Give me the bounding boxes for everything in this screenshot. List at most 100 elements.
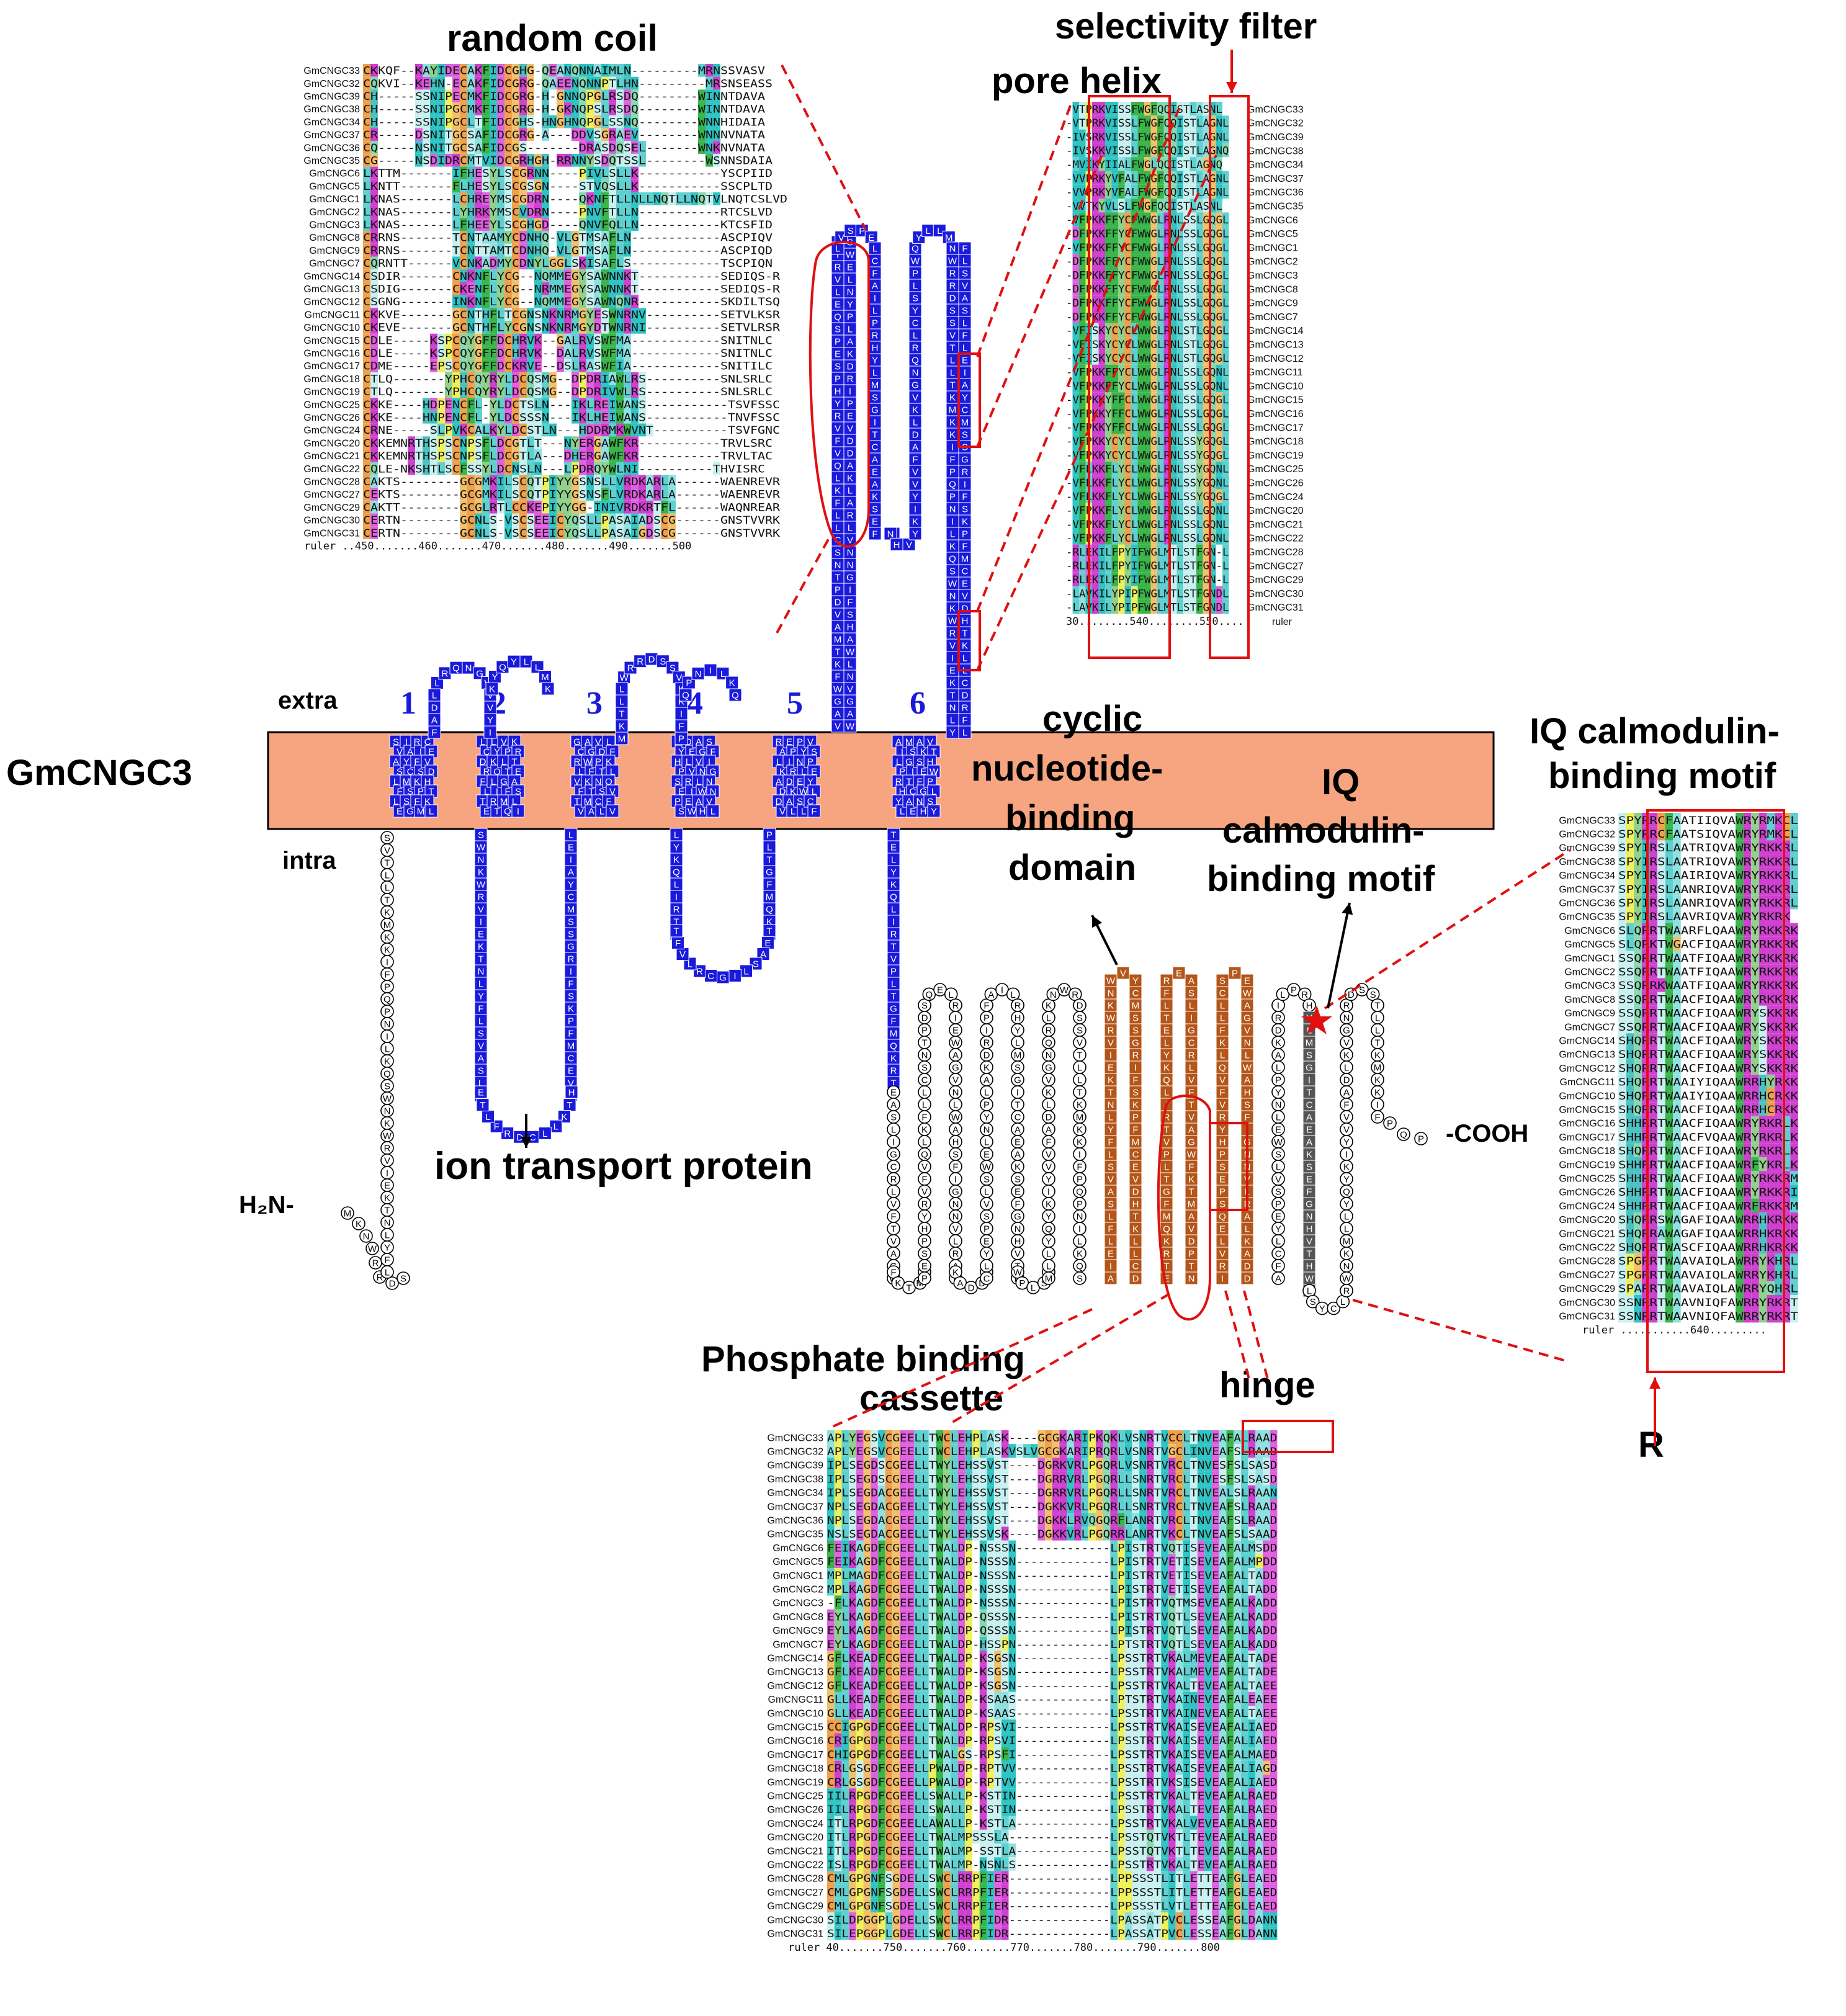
alignment-sequence-name: GmCNGC13 <box>1559 1050 1615 1060</box>
alignment-sequence: CR-----DSNITGCSAFIDCGRG-A---DDVSGRAEV---… <box>363 129 765 141</box>
residue: N <box>380 1104 394 1118</box>
alignment-cell <box>490 115 497 128</box>
alignment-row: CERTN--------GCNLS-VSCSEEICYQSLLPASAIGDS… <box>363 526 781 540</box>
alignment-row: -VFLKKFLYCLWWGLRNLSSYGQNL <box>1066 461 1229 476</box>
alignment-sequence: CKEVE-------GCNTHFLYCGNSNKNRMGYDTWNRNI--… <box>363 322 781 334</box>
alignment-cell <box>423 102 430 115</box>
alignment-sequence: SHHRRTWAACFIQAAWRFRKKRM <box>1618 1200 1798 1212</box>
residue: T <box>380 1203 394 1217</box>
alignment-row: CEKTS--------GCGMKILSCQTPIYYGSNSFLVRDKAR… <box>363 488 781 501</box>
alignment-row: SSQRRKWAATFIQAAWRYRKKRK <box>1618 978 1799 992</box>
alignment-cell <box>519 115 527 128</box>
alignment-cell <box>512 89 519 103</box>
pore-helix-label: pore helix <box>992 61 1162 101</box>
alignment-cell <box>423 115 430 128</box>
alignment-cell <box>452 153 460 167</box>
alignment-sequence: CTLQ-------YPHCQYRYLDCQSMG--DPDRIAWLRS--… <box>363 373 773 385</box>
alignment-sequence: CRLGSGDFCGEELLPWALDP-RPTVV-------------L… <box>827 1776 1277 1789</box>
alignment-cell <box>527 89 534 103</box>
alignment-cell <box>467 128 475 141</box>
alignment-sequence-name: GmCNGC35 <box>303 156 360 166</box>
alignment-row: GLLKEADFCGEELLTWALDP-KSAAS-------------L… <box>827 1691 1278 1706</box>
alignment-sequence-name: GmCNGC10 <box>303 323 360 333</box>
alignment-cell <box>482 166 490 180</box>
alignment-sequence-name: GmCNGC11 <box>1560 1077 1616 1088</box>
alignment-sequence-name: GmCNGC8 <box>1247 284 1298 295</box>
alignment-cell <box>706 89 713 103</box>
alignment-cell <box>430 128 437 141</box>
alignment-cell <box>586 128 594 141</box>
residue: K <box>380 943 394 956</box>
alignment-sequence-name: GmCNGC36 <box>1247 187 1304 198</box>
alignment-sequence-name: GmCNGC1 <box>1247 243 1298 253</box>
alignment-cell <box>586 141 594 154</box>
alignment-sequence: CTLQ-------YPHCQYRYLDCQSMG--DPDRIVWLRS--… <box>363 386 773 398</box>
alignment-cell <box>713 76 720 90</box>
alignment-sequence: MPLKAGDFCGEELLTWALDP-NSSSN-------------L… <box>827 1584 1277 1596</box>
r-residue-label: R <box>1638 1425 1664 1465</box>
alignment-row: CAKTS--------GCGMKILSCQTPIYYGSNSLLVRDKAR… <box>363 475 781 488</box>
alignment-cell <box>415 128 423 141</box>
alignment-sequence-name: GmCNGC17 <box>1247 423 1304 433</box>
alignment-sequence-name: GmCNGC5 <box>309 181 360 192</box>
alignment-cell <box>497 179 504 192</box>
alignment-sequence-name: GmCNGC26 <box>767 1805 823 1816</box>
residue: I <box>380 1166 394 1180</box>
alignment-cell <box>706 102 713 115</box>
alignment-sequence: -RLEKILFPYIFWGLMTLSTFGN-L <box>1066 546 1229 558</box>
alignment-cell <box>594 89 601 103</box>
alignment-sequence: NPLSEGDACGEELLTWYLEHSSVST----DGKKVRLPGQR… <box>827 1501 1277 1513</box>
alignment-row: GFLKEADFCGEELLTWALDP-KSGSN-------------L… <box>827 1678 1278 1692</box>
alignment-cell <box>594 153 601 167</box>
residue: L <box>380 880 394 894</box>
alignment-row: -DFPKKFFYCFWWGLRNLSSLGQGL <box>1066 309 1229 323</box>
alignment-sequence-name: GmCNGC29 <box>1247 575 1304 586</box>
alignment-row: SLQRRTWAARFLQAAWRYRKKRK <box>1618 923 1799 937</box>
alignment-cell <box>534 166 542 180</box>
alignment-row: CMLGPGNFSGDELLSWCLRRPFIER--------------L… <box>827 1884 1278 1899</box>
alignment-sequence: CMLGPGNFSGDELLSWCLRRPFIER--------------L… <box>827 1901 1277 1913</box>
alignment-cell <box>415 76 423 90</box>
alignment-row: GLLKEADFCGEELLTWALDP-KSAAS-------------L… <box>827 1706 1278 1720</box>
residue: I <box>380 1029 394 1043</box>
alignment-cell <box>713 102 720 115</box>
alignment-row: EYLKAGDFCGEELLTWALDP-HSSPN-------------L… <box>827 1637 1278 1651</box>
alignment-cell <box>527 76 534 90</box>
alignment-cell <box>452 115 460 128</box>
alignment-row: SHQRRTWAAIYIQAAWRRHCRKK <box>1618 1088 1799 1103</box>
alignment-cell <box>601 166 609 180</box>
alignment-sequence: -VFISKYCYCLWWGLRNLSTLGQGL <box>1066 325 1229 338</box>
alignment-cell <box>616 102 624 115</box>
alignment-row: -VFPKKYCYCLWWGLRNLSSYGQGL <box>1066 447 1229 462</box>
alignment-cell <box>370 102 378 115</box>
alignment-cell <box>452 64 460 77</box>
alignment-sequence: -VFLKKFLYCLWWGLRNLSSYGQNL <box>1066 464 1229 476</box>
alignment-sequence: -LAVKILYPIPFWGLMTLSTFGNDL <box>1066 588 1229 600</box>
residue: P <box>380 1005 394 1018</box>
residue: T <box>380 856 394 869</box>
alignment-cell <box>475 64 482 77</box>
alignment-row: -VFLKKFLYCLWWGLRNLSSYGQNL <box>1066 475 1229 490</box>
alignment-cell <box>542 128 549 141</box>
membrane-band <box>267 731 1495 830</box>
alignment-sequence-name: GmCNGC6 <box>309 169 360 179</box>
alignment-cell <box>616 64 624 77</box>
alignment-row: -RLEKILFPYIFWGLMTLSTFGN-L <box>1066 544 1229 558</box>
alignment-cell <box>452 89 460 103</box>
alignment-cell <box>601 102 609 115</box>
alignment-sequence-name: GmCNGC29 <box>303 503 360 513</box>
residue: F <box>380 967 394 981</box>
alignment-sequence-name: GmCNGC39 <box>1247 132 1304 143</box>
cnbd-label-1: cyclic <box>1042 699 1142 739</box>
alignment-cell <box>571 115 579 128</box>
alignment-sequence: CAKTT--------GCGLRTLCCKEPIYYGG-INIVRDKRT… <box>363 501 781 514</box>
alignment-cell <box>557 115 564 128</box>
alignment-row: CQ-----NSNITGCSAFIDCGS-------DRASDQSEL--… <box>363 141 765 155</box>
alignment-cell <box>467 89 475 103</box>
alignment-cell <box>609 102 616 115</box>
alignment-cell <box>415 115 423 128</box>
alignment-cell <box>594 115 601 128</box>
alignment-row: ITLRPGDFCGEELLAWALLP-KSTLA-------------L… <box>827 1816 1278 1830</box>
alignment-sequence-name: GmCNGC11 <box>768 1695 824 1705</box>
alignment-sequence-name: GmCNGC18 <box>303 374 360 385</box>
